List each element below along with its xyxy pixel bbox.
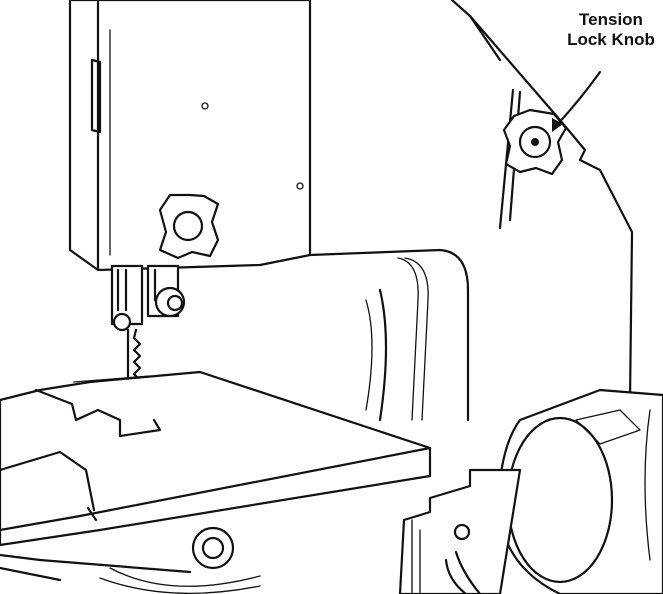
callout-label-line1: Tension: [579, 10, 643, 29]
table-tilt-knob: [99, 526, 261, 594]
callout-label-line2: Lock Knob: [567, 30, 655, 49]
base-casting: [398, 468, 522, 594]
throat-curves: [308, 248, 470, 422]
frame-arm: [450, 0, 634, 402]
callout-arrow-icon: [552, 70, 602, 132]
saw-table: [0, 370, 432, 582]
blade-guide: [110, 264, 186, 332]
motor: [497, 388, 663, 594]
guide-post-knob: [158, 193, 220, 260]
blade-guard-housing: [68, 0, 312, 272]
tension-lock-knob: [498, 88, 568, 230]
callout-label: Tension Lock Knob: [556, 10, 663, 50]
